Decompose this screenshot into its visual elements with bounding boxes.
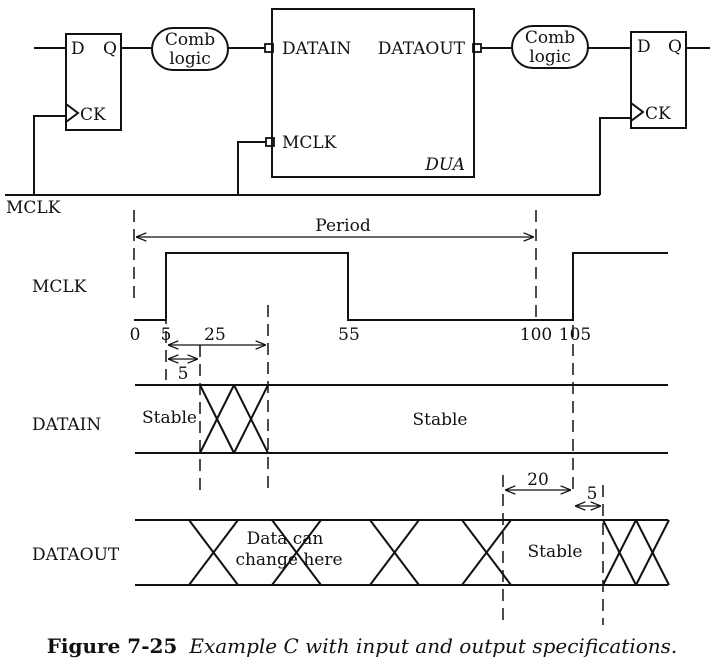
dua-mclk-label: MCLK [282,133,337,153]
signal-label-mclk: MCLK [32,277,87,297]
figure-caption: Figure 7-25 Example C with input and outp… [47,634,678,658]
datain-stable-after: Stable [413,410,468,430]
tick-label-55: 55 [338,325,360,345]
clock-net-label: MCLK [6,198,61,218]
right-ff-ck-label: CK [645,104,671,124]
mclk-waveform [134,252,668,321]
figure-caption-text: Example C with input and output specific… [188,634,677,658]
timing-guides [133,210,604,625]
annotation-25: 25 [204,325,226,345]
tick-label-0: 0 [130,325,141,345]
period-label: Period [315,216,371,236]
left-flip-flop [65,33,122,131]
dua-name-label: DUA [424,155,465,175]
annotation-20: 20 [527,470,549,490]
dataout-waveform [135,519,670,586]
dataout-change-label-1: Data can [247,529,324,549]
left-ff-q-label: Q [103,39,117,59]
left-ff-clock-triangle [65,103,80,123]
tick-label-5: 5 [161,325,172,345]
signal-label-dataout: DATAOUT [32,545,120,565]
right-flip-flop [630,31,687,129]
dua-block [271,8,475,178]
left-comb-label-2: logic [169,49,211,69]
dua-dataout-label: DATAOUT [378,39,466,59]
right-comb-label-1: Comb [525,28,575,48]
tick-label-100: 100 [520,325,552,345]
left-ff-ck-label: CK [80,105,106,125]
datain-waveform [135,384,668,454]
annotation-5-out: 5 [587,484,598,504]
right-comb-label-2: logic [529,47,571,67]
left-ff-clock-wire [33,115,66,195]
right-ff-clock-triangle [630,102,645,122]
datain-pin [264,43,274,53]
dataout-stable-label: Stable [528,542,583,562]
signal-label-datain: DATAIN [32,415,101,435]
dua-datain-label: DATAIN [282,39,351,59]
left-ff-d-label: D [71,39,85,59]
figure-number: Figure 7-25 [47,634,178,658]
annotation-5-in: 5 [178,364,189,384]
datain-stable-before: Stable [142,408,197,428]
right-ff-d-label: D [637,37,651,57]
right-ff-clock-wire [599,117,631,195]
tick-label-105: 105 [559,325,591,345]
right-ff-q-label: Q [668,37,682,57]
dataout-change-label-2: change here [235,550,342,570]
dua-clock-wire [237,141,266,195]
left-comb-label-1: Comb [165,30,215,50]
